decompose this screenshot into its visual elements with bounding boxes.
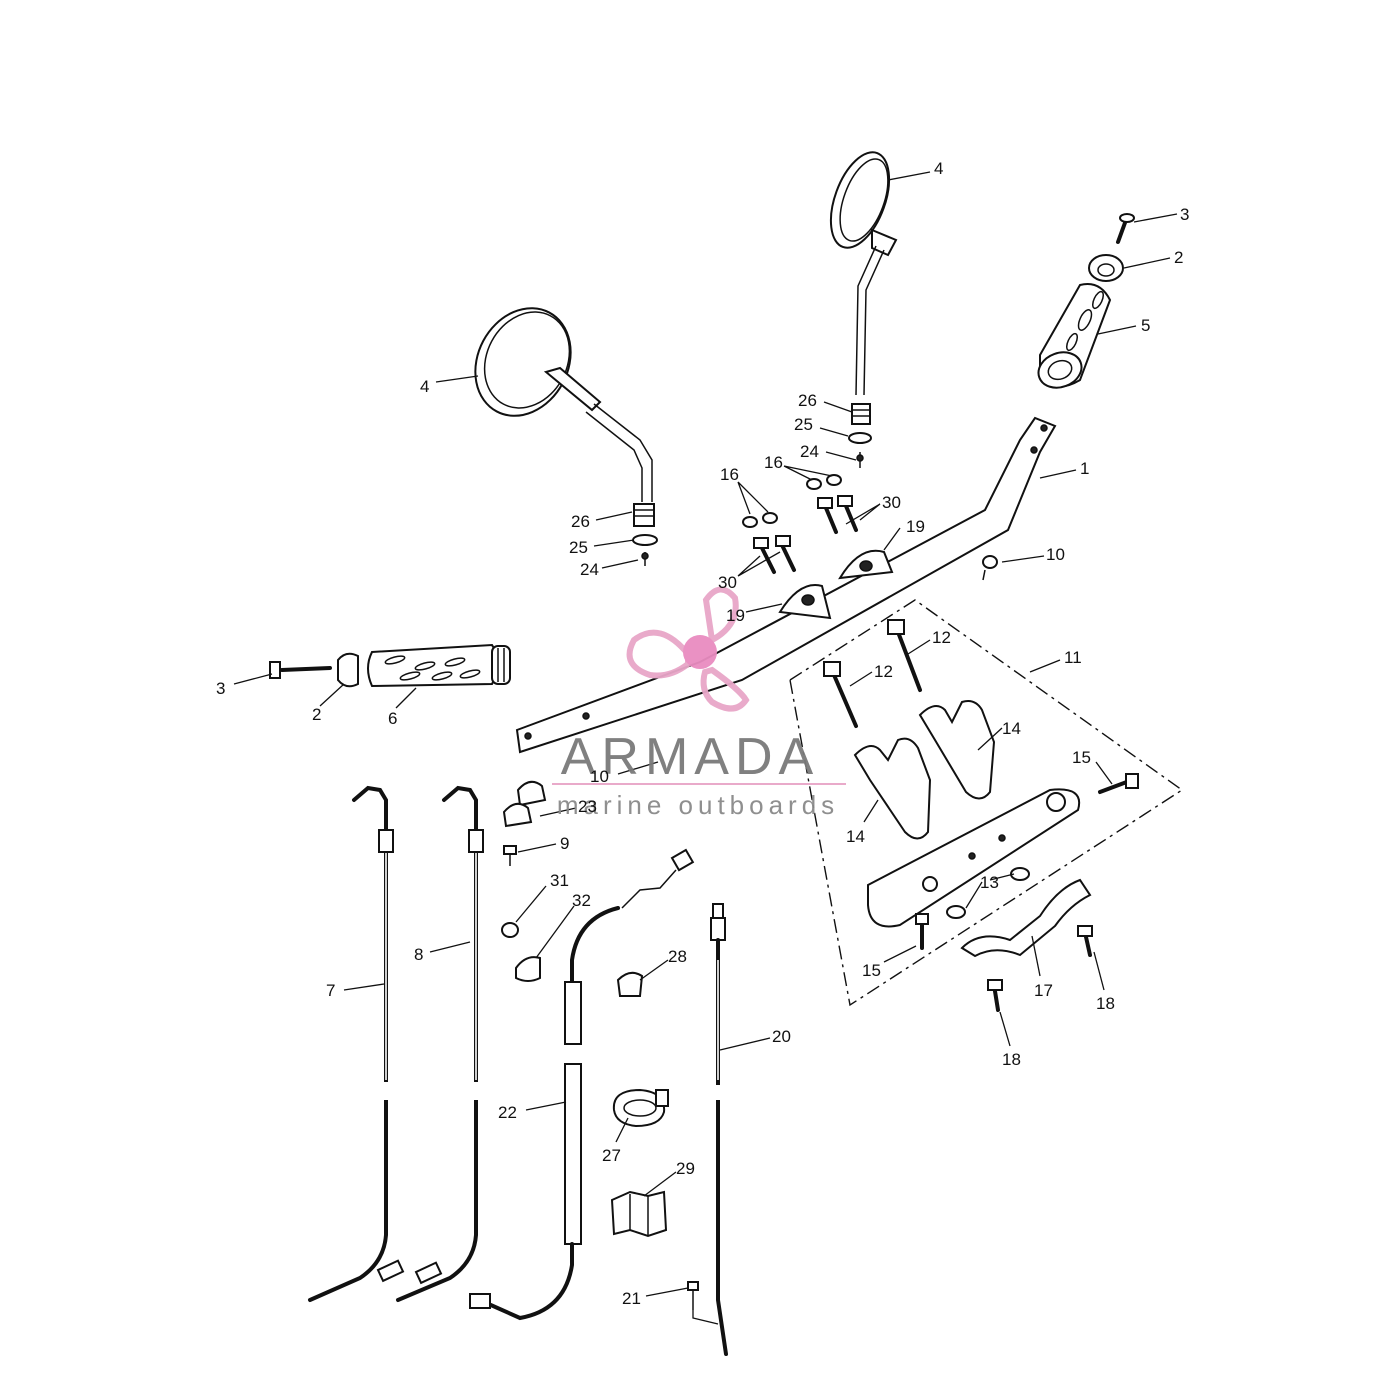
clip-28: [616, 971, 644, 997]
propeller-logo-icon: [626, 586, 750, 712]
riser-nuts-13: [946, 867, 1030, 919]
callout-27-guide: 27: [602, 1146, 621, 1165]
cable-7: [308, 785, 405, 1302]
callout-6-left-grip: 6: [388, 709, 397, 728]
callout-14-left: 14: [846, 827, 865, 846]
right-bar-end-screw: [1116, 213, 1135, 244]
cable-8: [396, 785, 484, 1302]
callout-20-cable: 20: [772, 1027, 791, 1046]
right-mirror-adapter: [848, 403, 872, 468]
left-bar-end: [337, 652, 359, 688]
screw-right-10: [982, 555, 998, 581]
callout-30-left: 30: [718, 573, 737, 592]
bolts-left: [753, 535, 796, 574]
left-grip: [367, 643, 511, 688]
nut-31: [501, 922, 519, 938]
callout-14-right: 14: [1002, 719, 1021, 738]
riser-bolts: [823, 619, 922, 728]
callout-2-left-end: 2: [312, 705, 321, 724]
callout-19-left: 19: [726, 606, 745, 625]
callout-10-left: 10: [590, 767, 609, 786]
callout-17-bracket: 17: [1034, 981, 1053, 1000]
callout-22-cable: 22: [498, 1103, 517, 1122]
riser-right: [918, 700, 996, 800]
callout-13-nuts: 13: [980, 873, 999, 892]
callouts: 4 3 2 5 4 26 25 24 1 16 16 30 19 26 25 2…: [216, 159, 1189, 1308]
plugs-left: [742, 512, 778, 528]
callout-19-right: 19: [906, 517, 925, 536]
callout-32-clip: 32: [572, 891, 591, 910]
bolts-right: [817, 495, 858, 534]
callout-18-lower: 18: [1002, 1050, 1021, 1069]
callout-26-left: 26: [571, 512, 590, 531]
callout-1-handlebar: 1: [1080, 459, 1089, 478]
watermark: ARMADA marine outboards: [552, 586, 846, 820]
callout-29-clip: 29: [676, 1159, 695, 1178]
clamp-left: [778, 584, 832, 620]
callout-16-right: 16: [764, 453, 783, 472]
riser-clamp-plate: [867, 788, 1081, 928]
clip-29: [610, 1190, 668, 1238]
right-bar-end: [1088, 254, 1124, 282]
callout-11-kit: 11: [1064, 648, 1082, 667]
callout-28-clip: 28: [668, 947, 687, 966]
bolt-9: [503, 845, 517, 866]
callout-25-left: 25: [569, 538, 588, 557]
callout-26-right: 26: [798, 391, 817, 410]
cable-20: [710, 903, 728, 1356]
plugs-right: [806, 474, 842, 490]
callout-30-right: 30: [882, 493, 901, 512]
callout-2-right-end: 2: [1174, 248, 1183, 267]
clips-23: [502, 780, 547, 828]
riser-left: [853, 737, 932, 840]
riser-bolts-18: [987, 925, 1093, 1012]
callout-3-right-screw: 3: [1180, 205, 1189, 224]
callout-21-screw: 21: [622, 1289, 641, 1308]
cable-22: [469, 848, 695, 1321]
callout-9-bolt: 9: [560, 834, 569, 853]
callout-18-right: 18: [1096, 994, 1115, 1013]
callout-25-right: 25: [794, 415, 813, 434]
callout-10-right: 10: [1046, 545, 1065, 564]
callout-15-right: 15: [1072, 748, 1091, 767]
right-grip: [1037, 283, 1112, 389]
callout-12-upper: 12: [932, 628, 951, 647]
guide-27: [612, 1088, 669, 1128]
clip-32: [515, 956, 541, 982]
riser-bracket-17: [960, 878, 1092, 958]
callout-16-left: 16: [720, 465, 739, 484]
watermark-title: ARMADA: [561, 728, 819, 786]
leader-lines: [233, 171, 1178, 1297]
callout-5-right-grip: 5: [1141, 316, 1150, 335]
callout-15-left: 15: [862, 961, 881, 980]
right-mirror: [829, 151, 898, 396]
riser-kit-outline: [789, 599, 1184, 1007]
watermark-subtitle: marine outboards: [557, 790, 839, 820]
callout-7-cable: 7: [326, 981, 335, 1000]
left-mirror-adapter: [632, 503, 658, 566]
callout-4-left-mirror: 4: [420, 377, 429, 396]
handlebar: [515, 416, 1057, 754]
callout-23-clip: 23: [578, 797, 597, 816]
left-mirror: [474, 307, 653, 502]
screw-21: [687, 1281, 719, 1325]
callout-8-cable: 8: [414, 945, 423, 964]
clamp-right: [838, 549, 894, 580]
riser-bolts-15: [915, 773, 1139, 950]
callout-3-left-screw: 3: [216, 679, 225, 698]
callout-31-nut: 31: [550, 871, 569, 890]
callout-12-lower: 12: [874, 662, 893, 681]
left-bar-end-screw: [269, 661, 332, 679]
callout-4-right-mirror: 4: [934, 159, 943, 178]
callout-24-left: 24: [580, 560, 599, 579]
callout-24-right: 24: [800, 442, 819, 461]
